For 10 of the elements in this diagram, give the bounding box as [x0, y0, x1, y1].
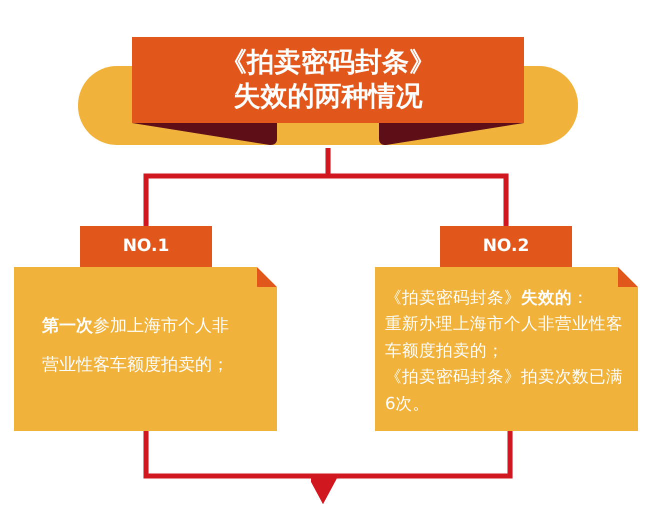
card-text: 《拍卖密码封条》失效的： [385, 287, 590, 309]
card-text: 《拍卖密码封条》拍卖次数已满6次。 [385, 366, 624, 415]
number-tab: NO.1 [80, 226, 212, 267]
card-text: 第一次参加上海市个人非营业性客车额度拍卖的； [42, 315, 230, 378]
note-card [375, 267, 638, 431]
note-card [14, 267, 277, 431]
number-tab: NO.2 [440, 226, 572, 267]
arrow [309, 431, 512, 504]
card-text: 重新办理上海市个人非营业性客车额度拍卖的； [385, 313, 624, 362]
title-banner: 《拍卖密码封条》失效的两种情况 [132, 37, 524, 123]
